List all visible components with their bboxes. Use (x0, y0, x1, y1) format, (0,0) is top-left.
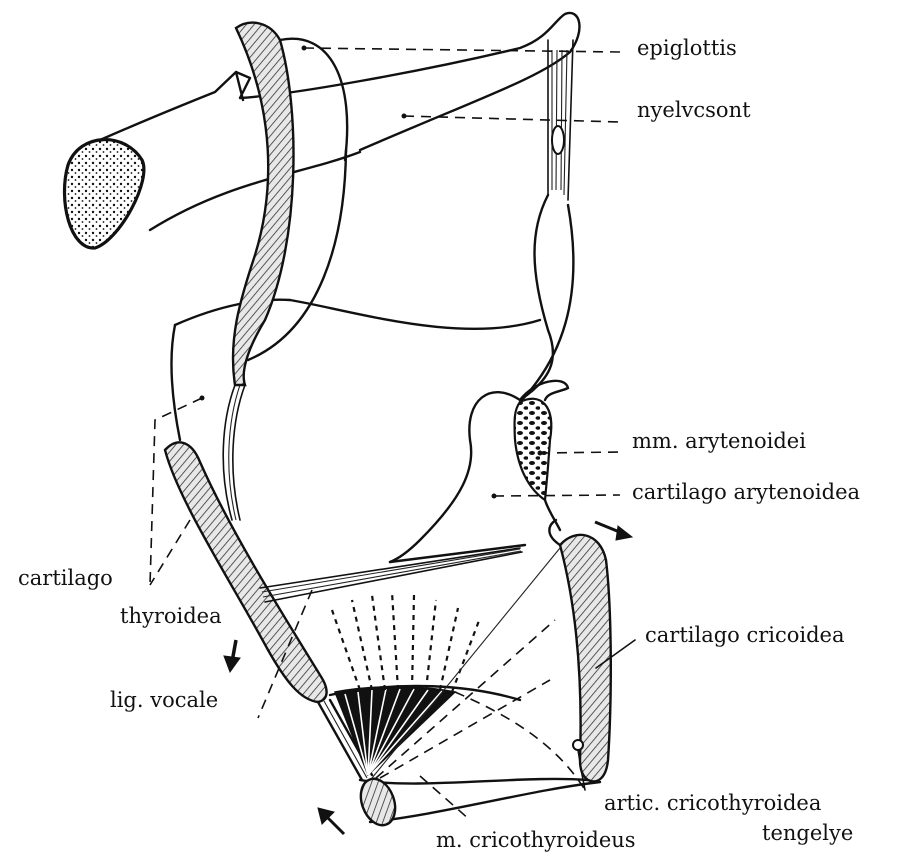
label-m-cricothyroideus: m. cricothyroideus (436, 830, 636, 851)
arrow-up-left-icon (318, 808, 344, 834)
label-lig-vocale: lig. vocale (110, 690, 218, 711)
arrow-right-icon (595, 522, 632, 540)
label-cartilago-thyroidea-2: thyroidea (120, 606, 222, 627)
vocal-ligament (260, 545, 525, 602)
label-cartilago-thyroidea-1: cartilago (18, 568, 113, 589)
label-nyelvcsont: nyelvcsont (637, 100, 751, 121)
cricothyroid-muscle (330, 548, 585, 790)
arrow-down-icon (224, 640, 240, 672)
label-epiglottis: epiglottis (637, 38, 737, 59)
label-mm-arytenoidei: mm. arytenoidei (632, 431, 806, 452)
arytenoid-cartilage (390, 381, 568, 562)
cricoid-cartilage (355, 520, 611, 830)
label-cartilago-cricoidea: cartilago cricoidea (645, 625, 845, 646)
label-artic-cricothyroidea: artic. cricothyroidea (604, 793, 821, 814)
label-tengelye: tengelye (762, 823, 853, 844)
label-cartilago-arytenoidea: cartilago arytenoidea (632, 482, 860, 503)
